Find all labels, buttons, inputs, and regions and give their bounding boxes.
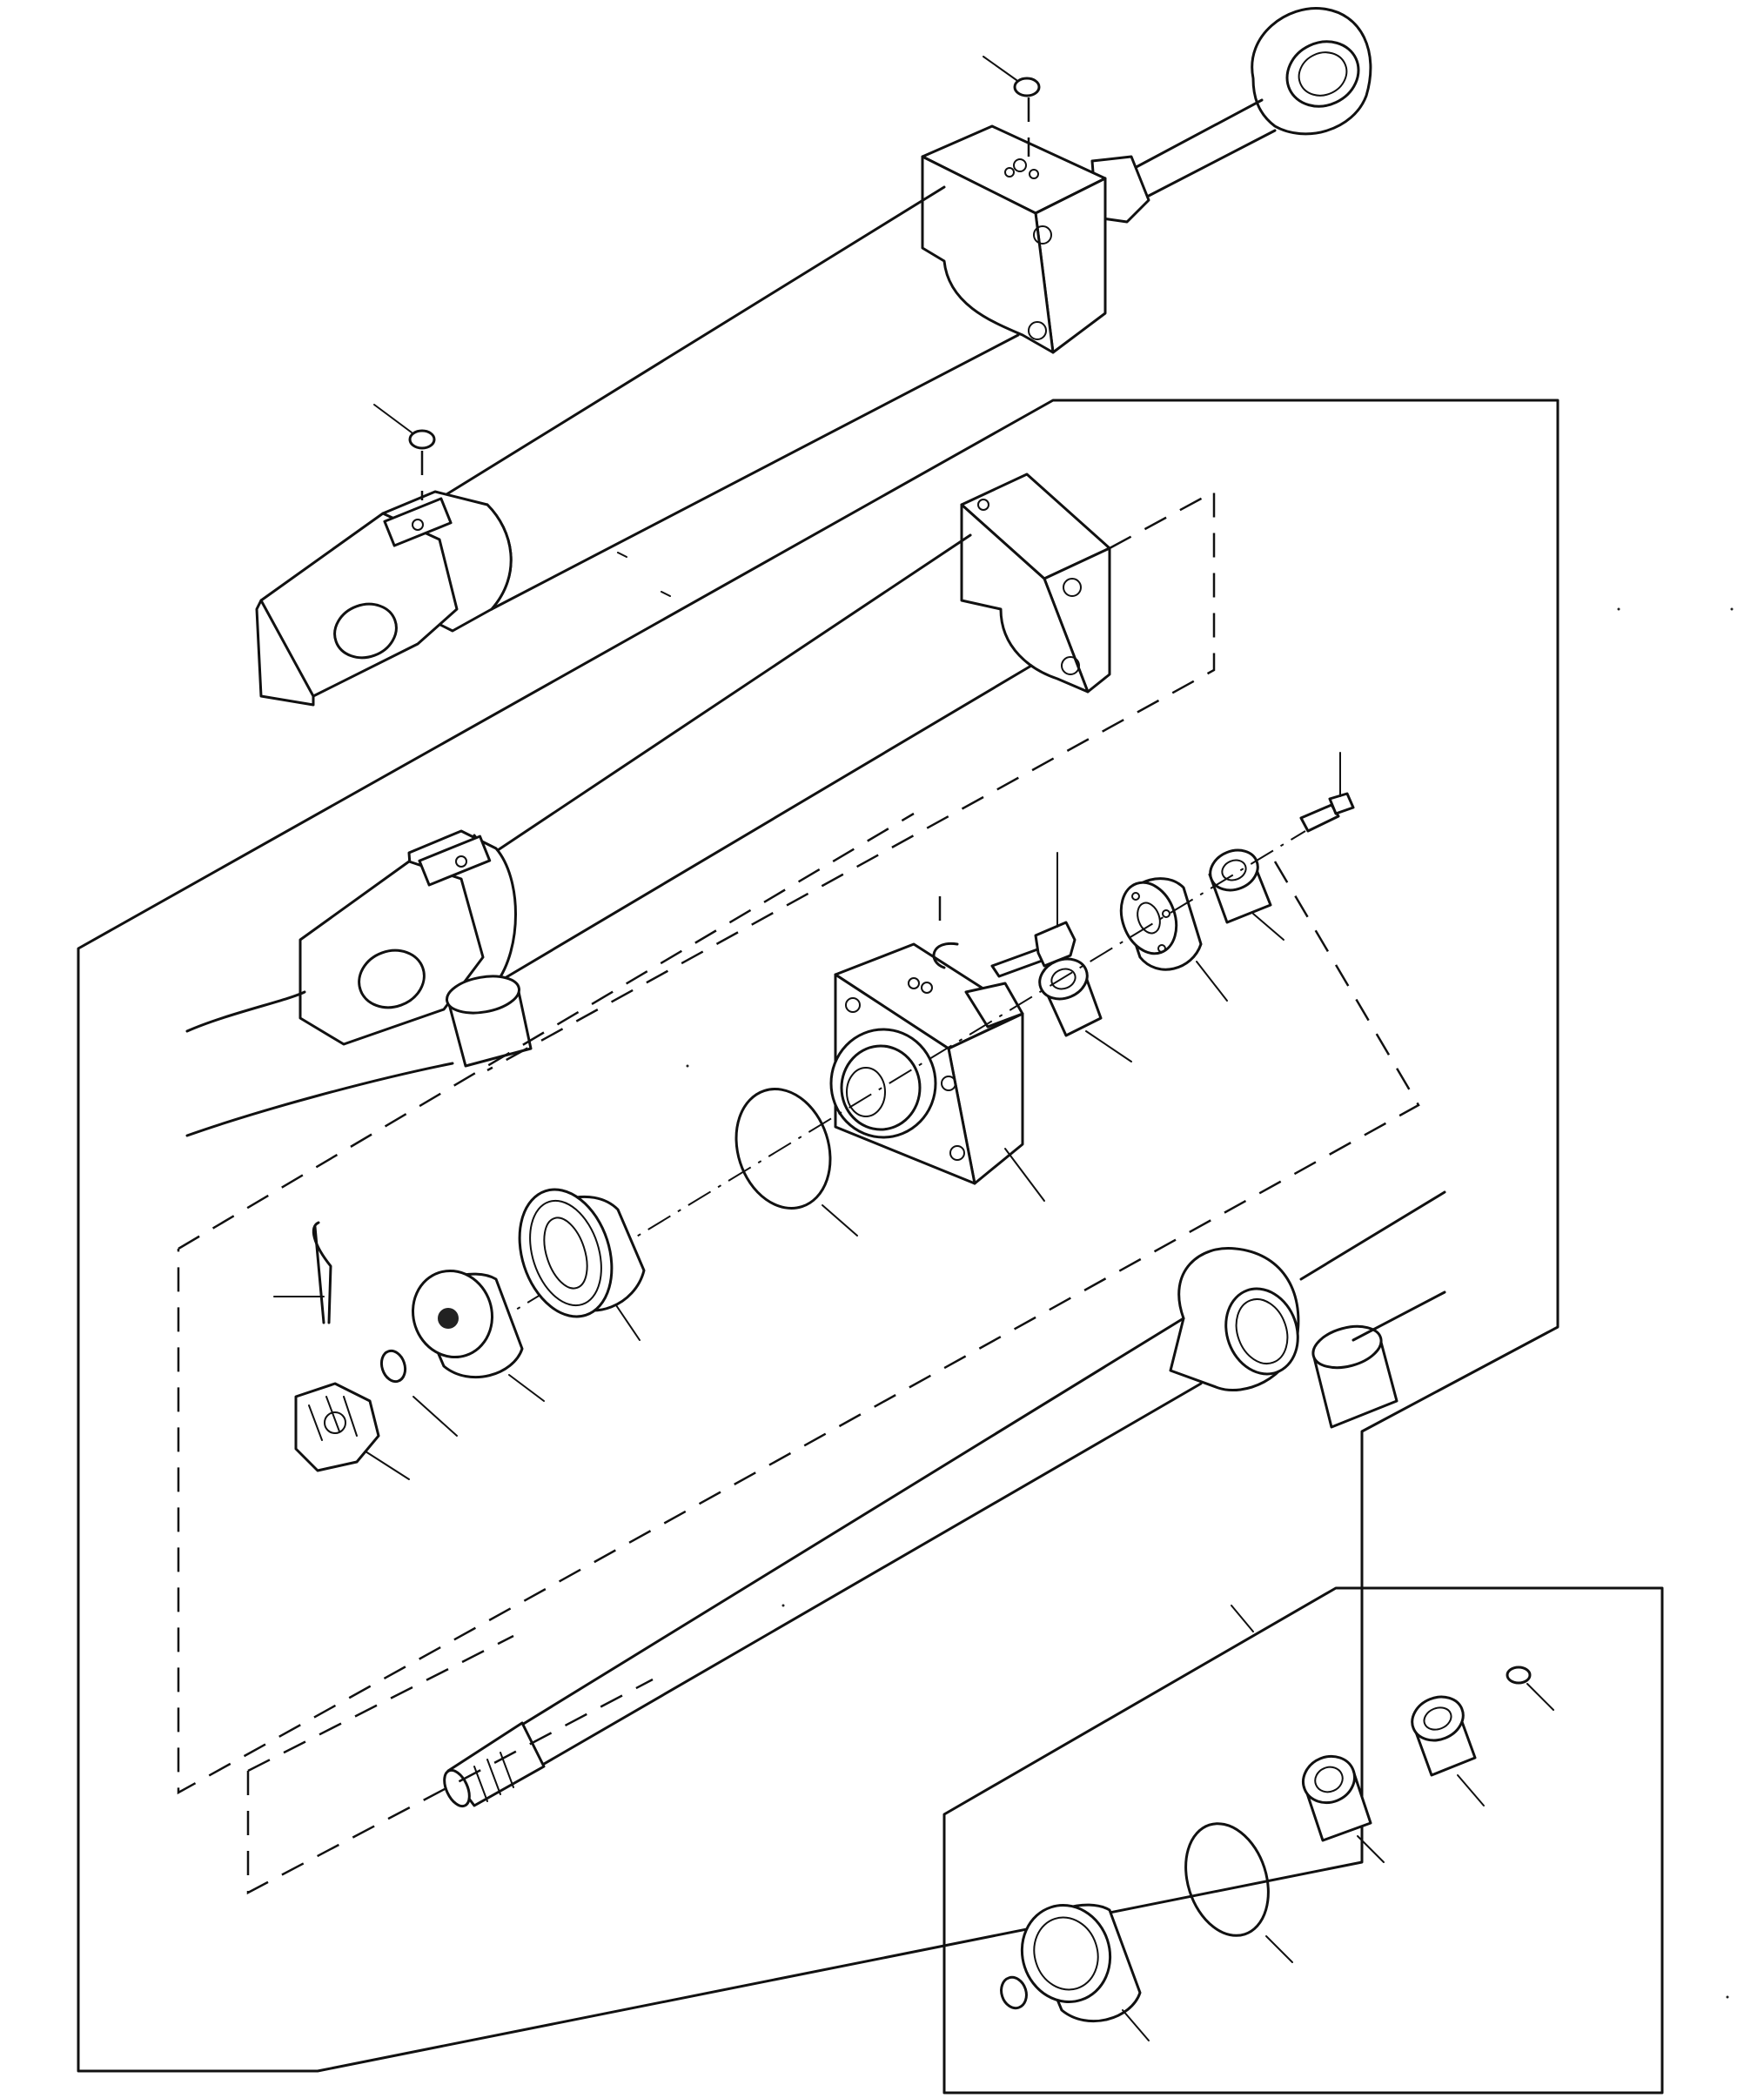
rod-leader-lower (1352, 1290, 1446, 1342)
wiper-seal (1208, 848, 1284, 941)
cylinder-tube (298, 473, 1111, 1046)
seal-kit-piston-ring (1020, 1903, 1150, 2041)
retainer-plate (1119, 877, 1228, 1002)
seal-kit-outline (942, 1586, 1664, 2095)
grease-fitting-tube-end (373, 404, 436, 500)
assembled-head-block (921, 124, 1107, 354)
piston (518, 1188, 646, 1341)
seal-kit-wiper-seal (1411, 1695, 1485, 1806)
rod-group-frame (246, 1634, 654, 1895)
tube-clevis-bushing (445, 975, 533, 1068)
piston-ring (411, 1269, 545, 1402)
seal-kit-backup-ring (1000, 1975, 1028, 2010)
exploded-group-outline (77, 399, 1559, 2073)
head-group-frame (177, 812, 1420, 1795)
seal-kit (942, 1586, 1664, 2095)
assembled-rod (1130, 98, 1277, 198)
cotter-pin (273, 1221, 332, 1324)
seal-kit-grease-fitting (1506, 1666, 1554, 1711)
hydraulic-line-lower (185, 1062, 454, 1137)
seal-kit-o-ring (1184, 1822, 1293, 1963)
snap-ring (932, 896, 959, 969)
bolt (990, 852, 1077, 978)
rod-eye-bushing (1311, 1324, 1398, 1429)
hydraulic-line-upper (185, 990, 306, 1033)
assembled-cylinder (255, 7, 1372, 707)
tube-group-frame (486, 489, 1216, 1072)
piston-rod (443, 1246, 1300, 1808)
o-ring (734, 1088, 858, 1237)
seal-kit-rod-seal (1302, 1754, 1385, 1863)
piston-nut (294, 1382, 410, 1480)
rod-eye (1251, 7, 1372, 136)
assembled-clevis (255, 490, 513, 707)
backup-ring (379, 1349, 458, 1437)
cylinder-head (829, 942, 1024, 1185)
rod-leader-upper (1299, 1190, 1446, 1281)
grease-fitting-rod-end (983, 56, 1041, 157)
rod-seal (1038, 957, 1132, 1062)
grease-fitting-head (1299, 752, 1355, 833)
